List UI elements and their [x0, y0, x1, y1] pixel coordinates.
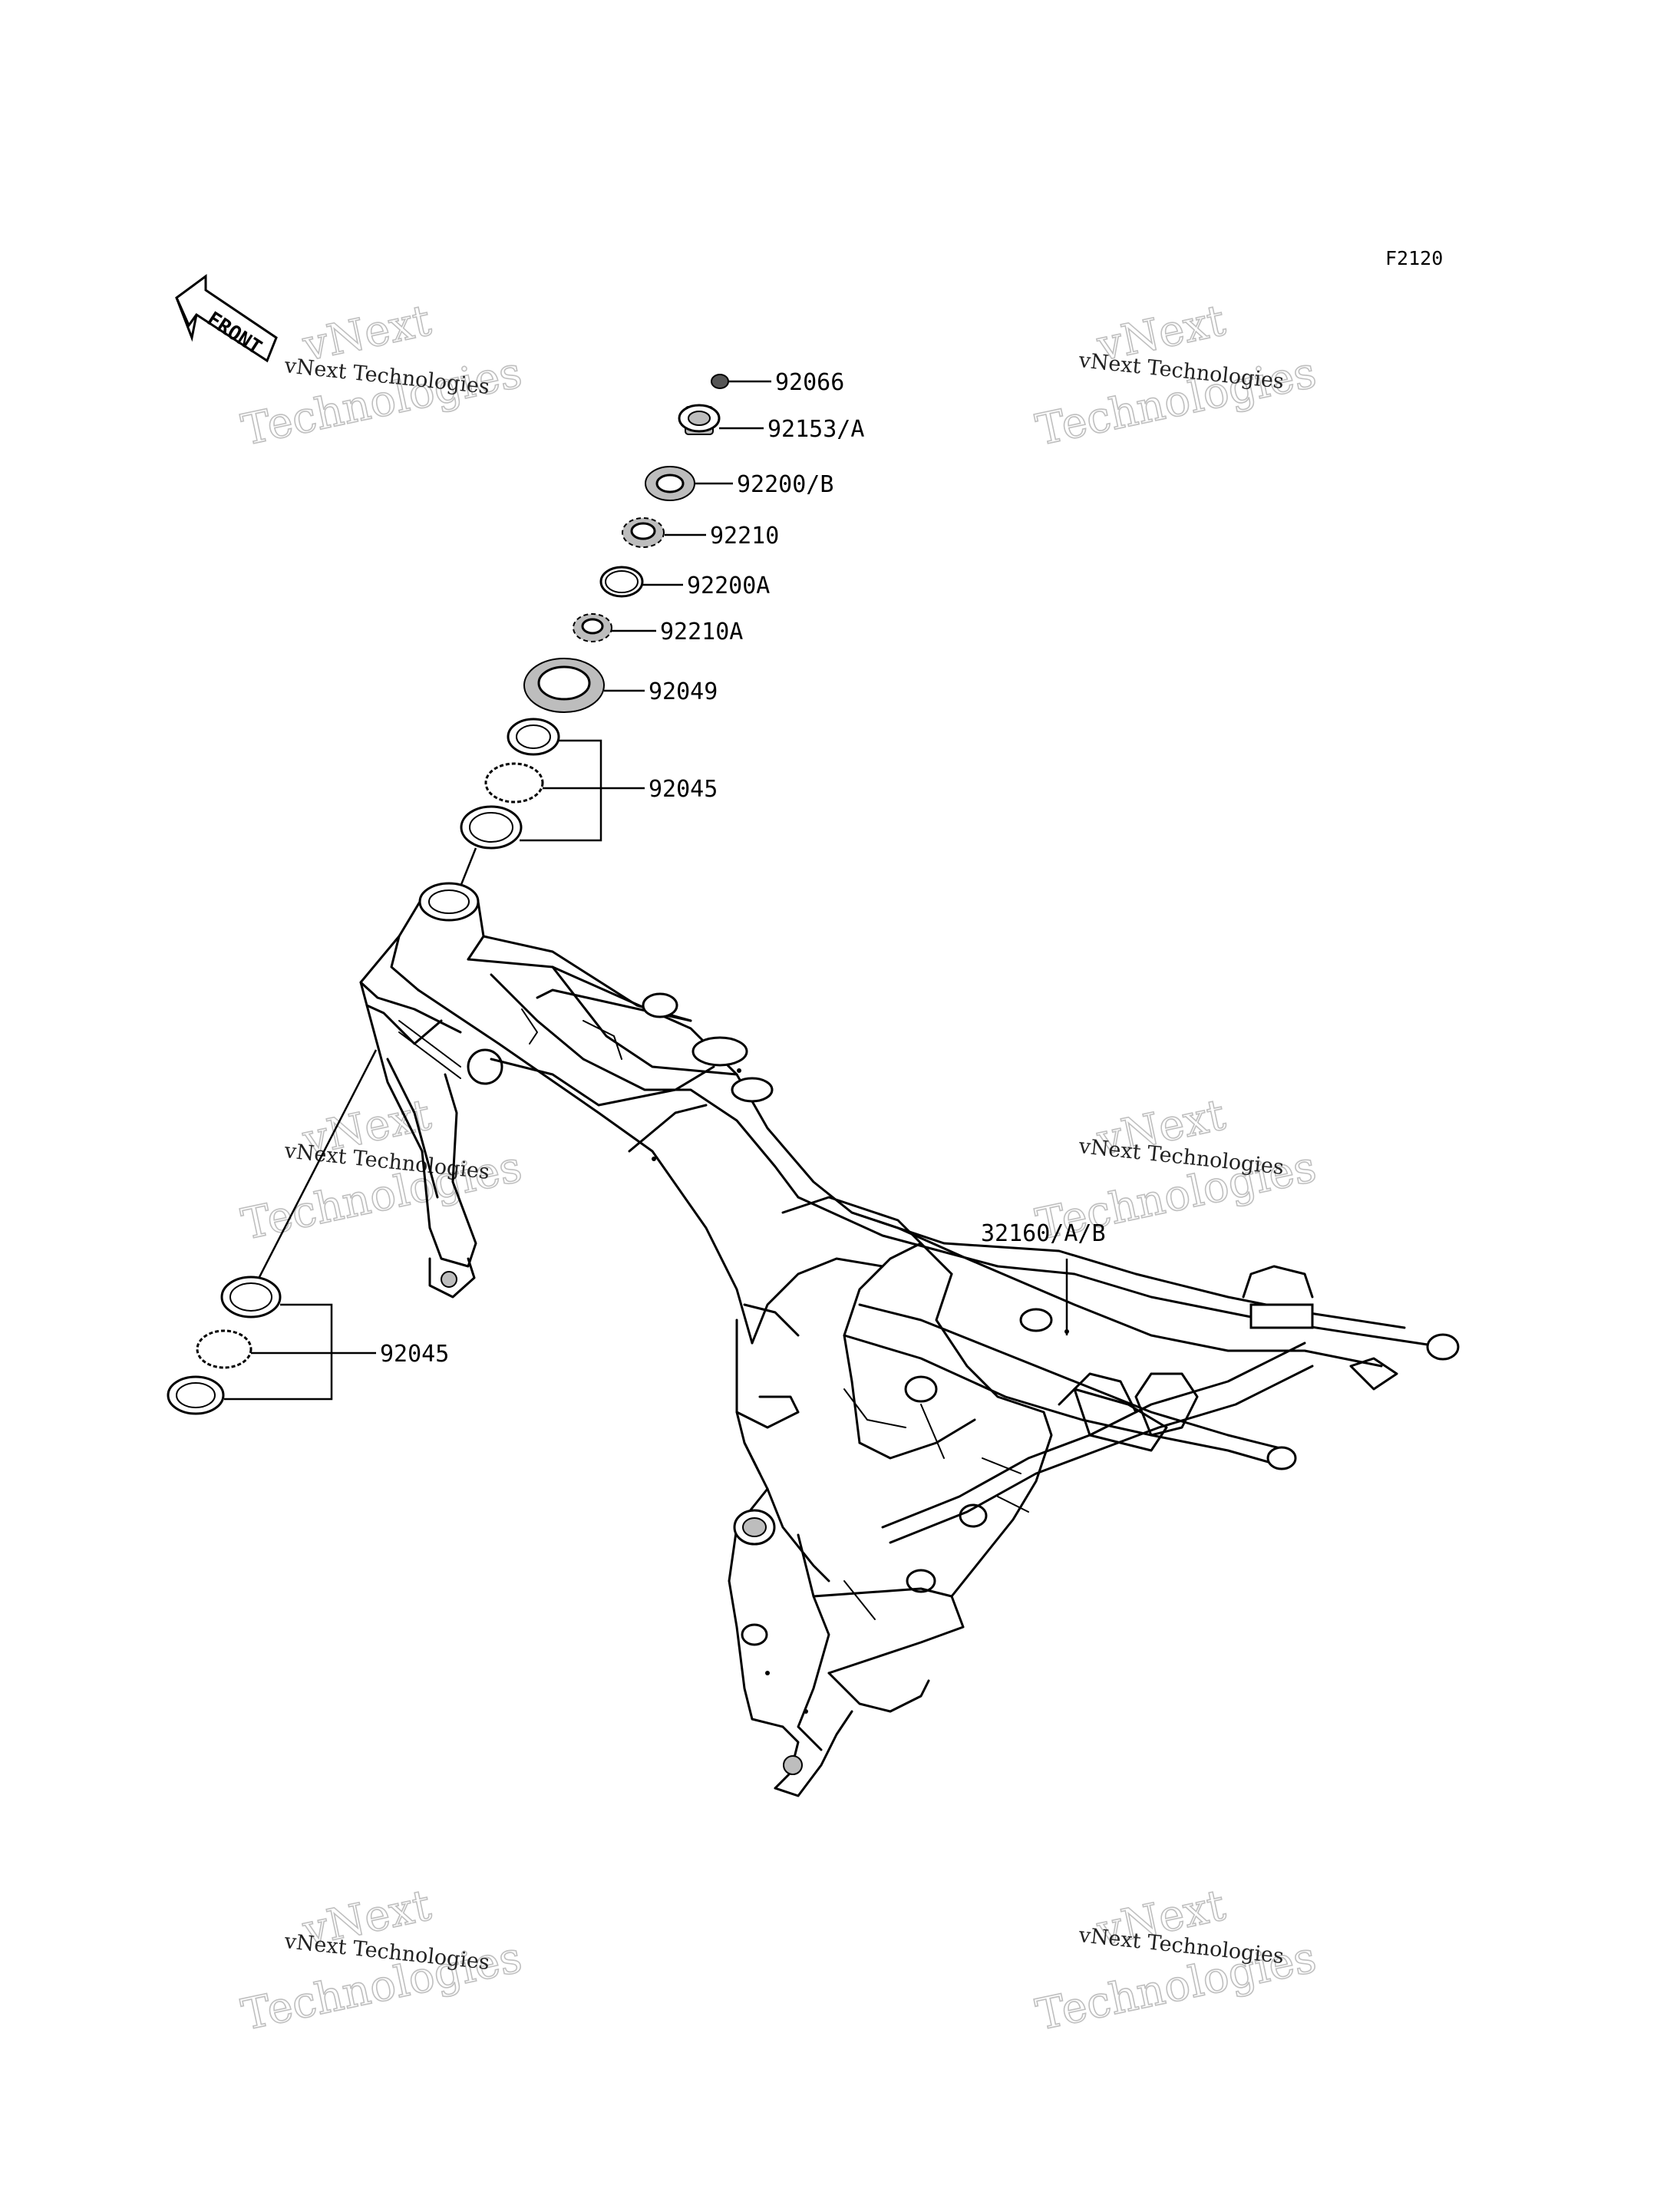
part-label-92049: 92049	[649, 678, 718, 705]
watermark-bottom-right: vNext Technologies vNext Technologies	[1031, 1880, 1322, 2041]
part-92049	[523, 658, 605, 713]
part-92210a	[573, 613, 612, 642]
part-92066	[711, 374, 729, 389]
part-92210	[622, 517, 665, 548]
part-label-92045-upper: 92045	[649, 776, 718, 803]
part-label-92045-lower: 92045	[380, 1341, 449, 1368]
part-92200a	[599, 566, 644, 598]
motorcycle-frame	[359, 882, 1460, 1797]
part-label-92066: 92066	[775, 369, 844, 396]
watermark-top-right: vNext Technologies vNext Technologies	[1031, 295, 1322, 456]
part-92153a	[678, 404, 721, 435]
part-label-92210: 92210	[710, 523, 779, 550]
part-92045-upper	[460, 718, 560, 850]
part-label-92153a: 92153/A	[767, 416, 864, 443]
watermark-mid-left: vNext Technologies vNext Technologies	[237, 1089, 527, 1250]
part-label-92200a: 92200A	[687, 573, 770, 599]
part-label-92210a: 92210A	[660, 619, 743, 645]
part-92045-lower	[167, 1276, 282, 1415]
part-labels: 92066 92153/A 92200/B 92210 92200A 92210…	[380, 369, 1106, 1368]
front-arrow-icon: FRONT	[175, 274, 278, 363]
watermark-bottom-left: vNext Technologies vNext Technologies	[237, 1880, 527, 2041]
part-label-32160: 32160/A/B	[981, 1220, 1106, 1247]
part-label-92200b: 92200/B	[737, 471, 833, 498]
watermark-top-left: vNext Technologies vNext Technologies	[237, 295, 527, 456]
steering-parts	[167, 374, 771, 1415]
figure-code: F2120	[1385, 247, 1443, 269]
part-92200b	[645, 466, 695, 501]
